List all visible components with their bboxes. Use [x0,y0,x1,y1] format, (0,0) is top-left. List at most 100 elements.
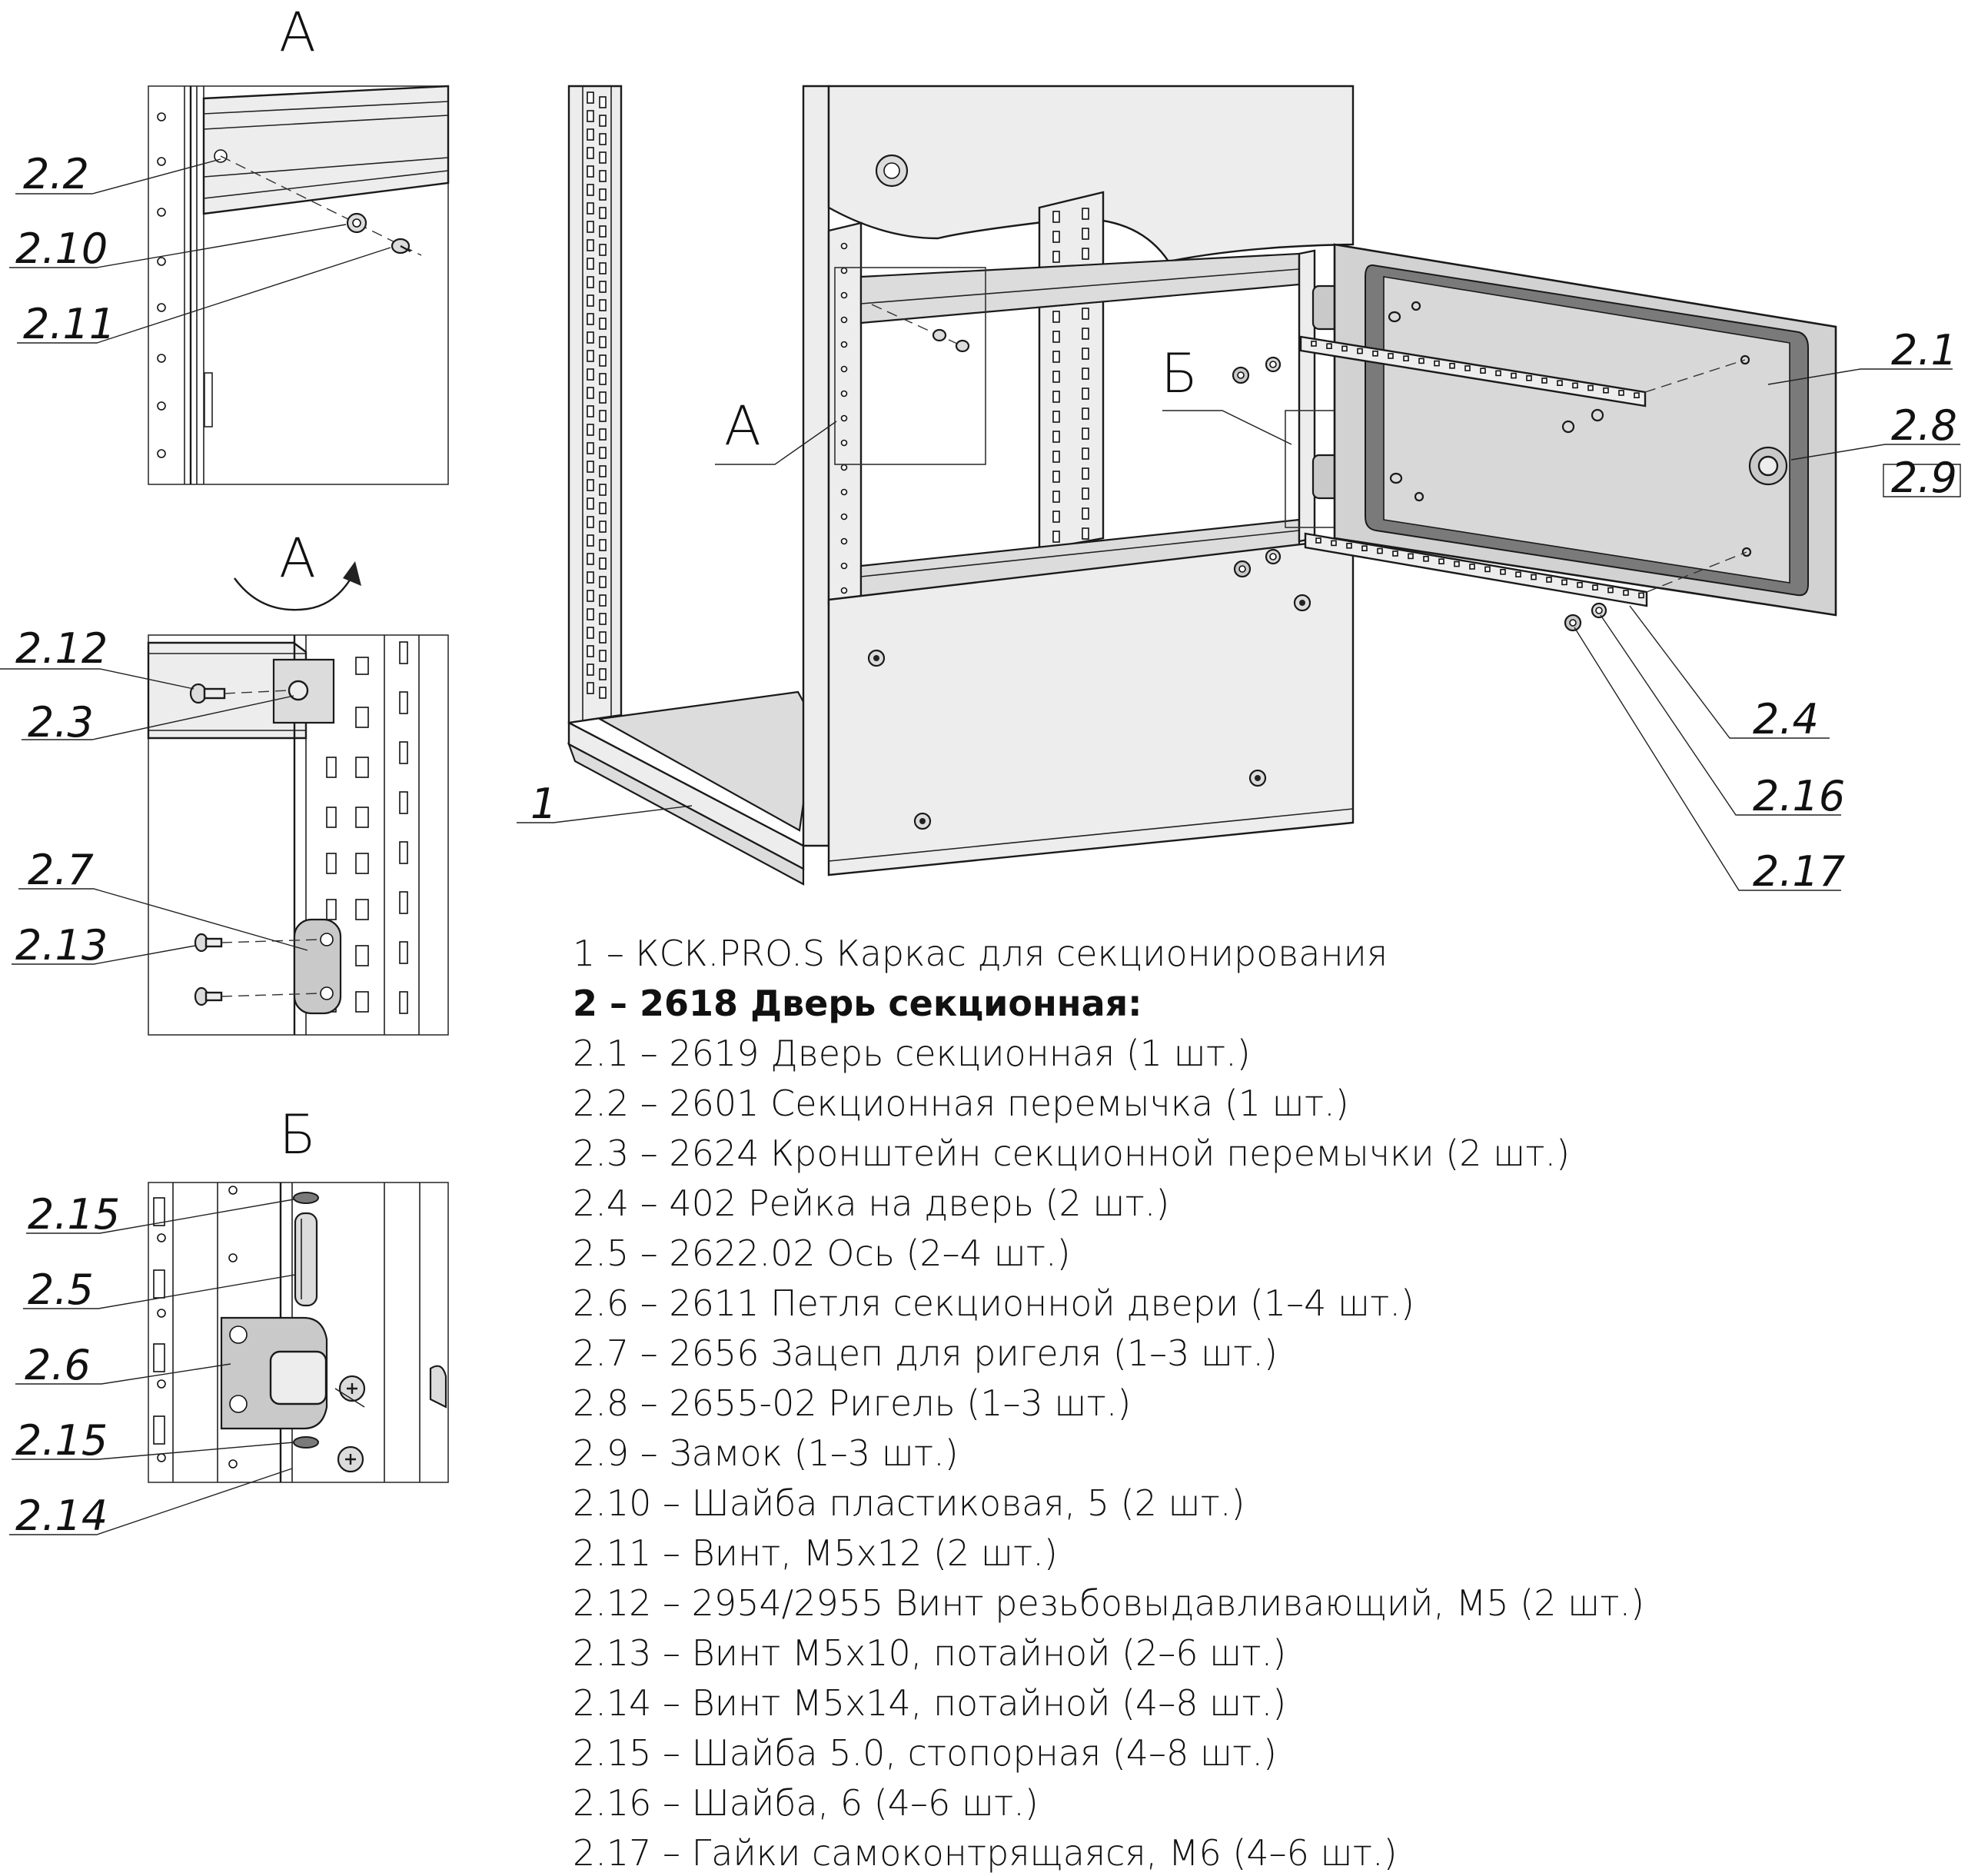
slot [1577,581,1583,588]
detail-b-frame [148,1182,449,1483]
legend-line: 2.14 – Винт М5х14, потайной (4–8 шт.) [573,1682,1286,1724]
slot [599,318,607,330]
slot [599,410,607,422]
detail-a-title: А [279,1,316,64]
slot [1052,251,1060,263]
slot [587,479,594,491]
slot [1515,571,1521,578]
detail-a-view: А 2.2 2.10 2.1 [9,1,450,485]
main-marker-a: А [724,394,761,457]
slot [587,553,594,565]
slot [587,590,594,602]
callout-2-4: 2.4 [1753,695,1819,743]
slot [599,391,607,404]
slot [599,557,607,570]
hole [840,562,848,570]
legend-line: 2.15 – Шайба 5.0, стопорная (4–8 шт.) [573,1732,1277,1774]
slot [587,664,594,676]
slot [587,202,594,215]
callout-2-5: 2.5 [28,1266,94,1314]
legend-line: 2.17 – Гайки самоконтрящаяся, М6 (4–6 шт… [573,1832,1398,1874]
slot [599,539,607,551]
slot [1377,547,1383,554]
post-holes [157,112,166,458]
slot [1434,360,1440,367]
slot [599,687,607,699]
legend-line: 2.4 – 402 Рейка на дверь (2 шт.) [573,1182,1169,1224]
slot [1541,378,1547,384]
slot [1052,351,1060,363]
slot [587,497,594,510]
main-marker-b: Б [1161,342,1198,405]
slot [587,184,594,196]
hole [840,390,848,397]
slot [1572,382,1578,389]
slot [1357,348,1363,354]
slot [599,262,607,274]
main-leaders [517,368,1961,891]
slot [599,225,607,238]
slot [587,387,594,399]
hole [840,341,848,348]
slot [599,465,607,477]
slot [1082,328,1089,340]
callout-2-2: 2.2 [23,150,89,198]
slot [587,442,594,454]
slot [587,313,594,325]
callout-2-11: 2.11 [23,300,115,348]
legend-line: 2.7 – 2656 Зацеп для ригеля (1–3 шт.) [573,1332,1278,1374]
slot [1623,590,1629,596]
detail-b-leaders [9,1199,296,1535]
hole [840,242,848,250]
legend-line: 2.12 – 2954/2955 Винт резьбовыдавливающи… [573,1582,1644,1624]
slot [1052,451,1060,463]
detail-b-view: Б [9,1103,449,1540]
slot [599,668,607,680]
slot [1346,542,1352,549]
slot [587,165,594,178]
legend-line: 2.6 – 2611 Петля секционной двери (1–4 ш… [573,1282,1414,1324]
slot [1052,211,1060,223]
slot [1618,390,1624,396]
slot [1082,427,1089,440]
slot [1082,348,1089,360]
latch-catch-2-7 [293,918,342,1015]
slot [599,521,607,533]
slot [1495,370,1501,377]
slot [1557,380,1563,387]
hole [840,365,848,373]
callout-2-13: 2.13 [15,921,108,970]
slot [599,170,607,182]
lower-front-panel [827,537,1355,876]
slot [1082,228,1089,240]
slot [1480,368,1486,374]
rotation-arrow-icon [234,570,357,611]
slot [1603,387,1609,394]
slot [1546,577,1552,583]
slot [1082,208,1089,220]
screws-2-13 [194,933,223,1006]
left-post [567,85,623,724]
slot [599,576,607,588]
slot [1315,537,1321,544]
hole [840,439,848,447]
legend-line: 2.13 – Винт М5х10, потайной (2–6 шт.) [573,1632,1286,1674]
legend-line: 2 – 2618 Дверь секционная: [573,983,1142,1024]
callout-2-15b: 2.15 [15,1416,108,1465]
slot [1052,511,1060,523]
legend-line: 2.16 – Шайба, 6 (4–6 шт.) [573,1782,1039,1824]
slot [587,608,594,620]
slot [587,516,594,528]
slot [1082,388,1089,400]
slot [1052,311,1060,323]
slot [587,571,594,584]
slot [587,368,594,381]
detail-a-marker [834,267,986,465]
hole [840,414,848,422]
callout-2-3: 2.3 [28,698,94,747]
slot [1392,550,1398,557]
slot [1634,392,1640,399]
slot [1082,507,1089,520]
slot [599,447,607,459]
